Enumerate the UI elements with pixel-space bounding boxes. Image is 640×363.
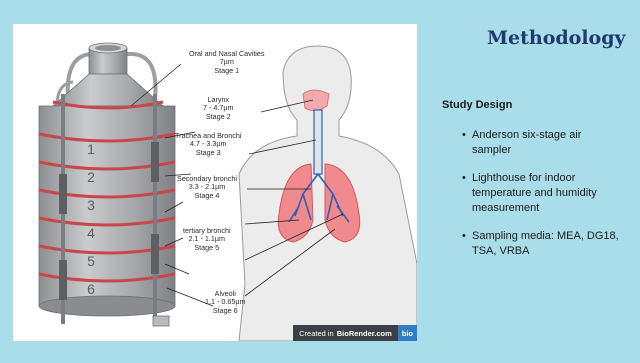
stage-number-4: 4	[87, 225, 95, 241]
bullet-2-line-1: Lighthouse for indoor	[472, 171, 640, 186]
stage-4-label: Secondary bronchi 3.3 - 2.1µm Stage 4	[177, 175, 237, 200]
stage-1-stage: Stage 1	[189, 67, 265, 75]
bullet-1-line-2: sampler	[472, 143, 640, 158]
stage-number-3: 3	[87, 197, 95, 213]
biorender-credit: Created in BioRender.com bio	[293, 325, 417, 341]
stage-6-label: Alveoli 1.1 - 0.65µm Stage 6	[205, 290, 246, 315]
credit-prefix: Created in	[299, 329, 334, 338]
stage-5-stage: Stage 5	[183, 244, 231, 252]
stage-6-stage: Stage 6	[205, 307, 246, 315]
credit-brand: BioRender.com	[337, 329, 392, 338]
bullet-3-line-1: Sampling media: MEA, DG18,	[472, 229, 640, 244]
slide-title: Methodology	[487, 27, 626, 49]
stage-number-1: 1	[87, 141, 95, 157]
study-design-heading: Study Design	[442, 99, 512, 111]
stage-number-2: 2	[87, 169, 95, 185]
stage-3-stage: Stage 3	[175, 149, 241, 157]
bullet-sampling-media: Sampling media: MEA, DG18, TSA, VRBA	[462, 229, 640, 259]
stage-2-label: Larynx 7 - 4.7µm Stage 2	[203, 96, 234, 121]
stage-number-5: 5	[87, 253, 95, 269]
bullet-3-line-2: TSA, VRBA	[472, 244, 640, 259]
sampler-lung-figure: 1 2 3 4 5 6	[13, 24, 417, 341]
bullet-2-line-2: temperature and humidity	[472, 186, 640, 201]
human-respiratory-illustration	[239, 46, 417, 341]
stage-1-label: Oral and Nasal Cavities 7µm Stage 1	[189, 50, 265, 75]
stage-number-6: 6	[87, 281, 95, 297]
bullet-1-line-1: Anderson six-stage air	[472, 128, 640, 143]
stage-4-stage: Stage 4	[177, 192, 237, 200]
stage-5-label: tertiary bronchi 2.1 - 1.1µm Stage 5	[183, 227, 231, 252]
study-design-list: Anderson six-stage air sampler Lighthous…	[462, 128, 640, 272]
stage-2-stage: Stage 2	[203, 113, 234, 121]
bullet-lighthouse: Lighthouse for indoor temperature and hu…	[462, 171, 640, 216]
credit-badge: bio	[398, 325, 417, 341]
bullet-2-line-3: measurement	[472, 201, 640, 216]
anderson-sampler	[39, 43, 175, 326]
bullet-anderson-sampler: Anderson six-stage air sampler	[462, 128, 640, 158]
stage-3-label: Trachea and Bronchi 4.7 - 3.3µm Stage 3	[175, 132, 241, 157]
